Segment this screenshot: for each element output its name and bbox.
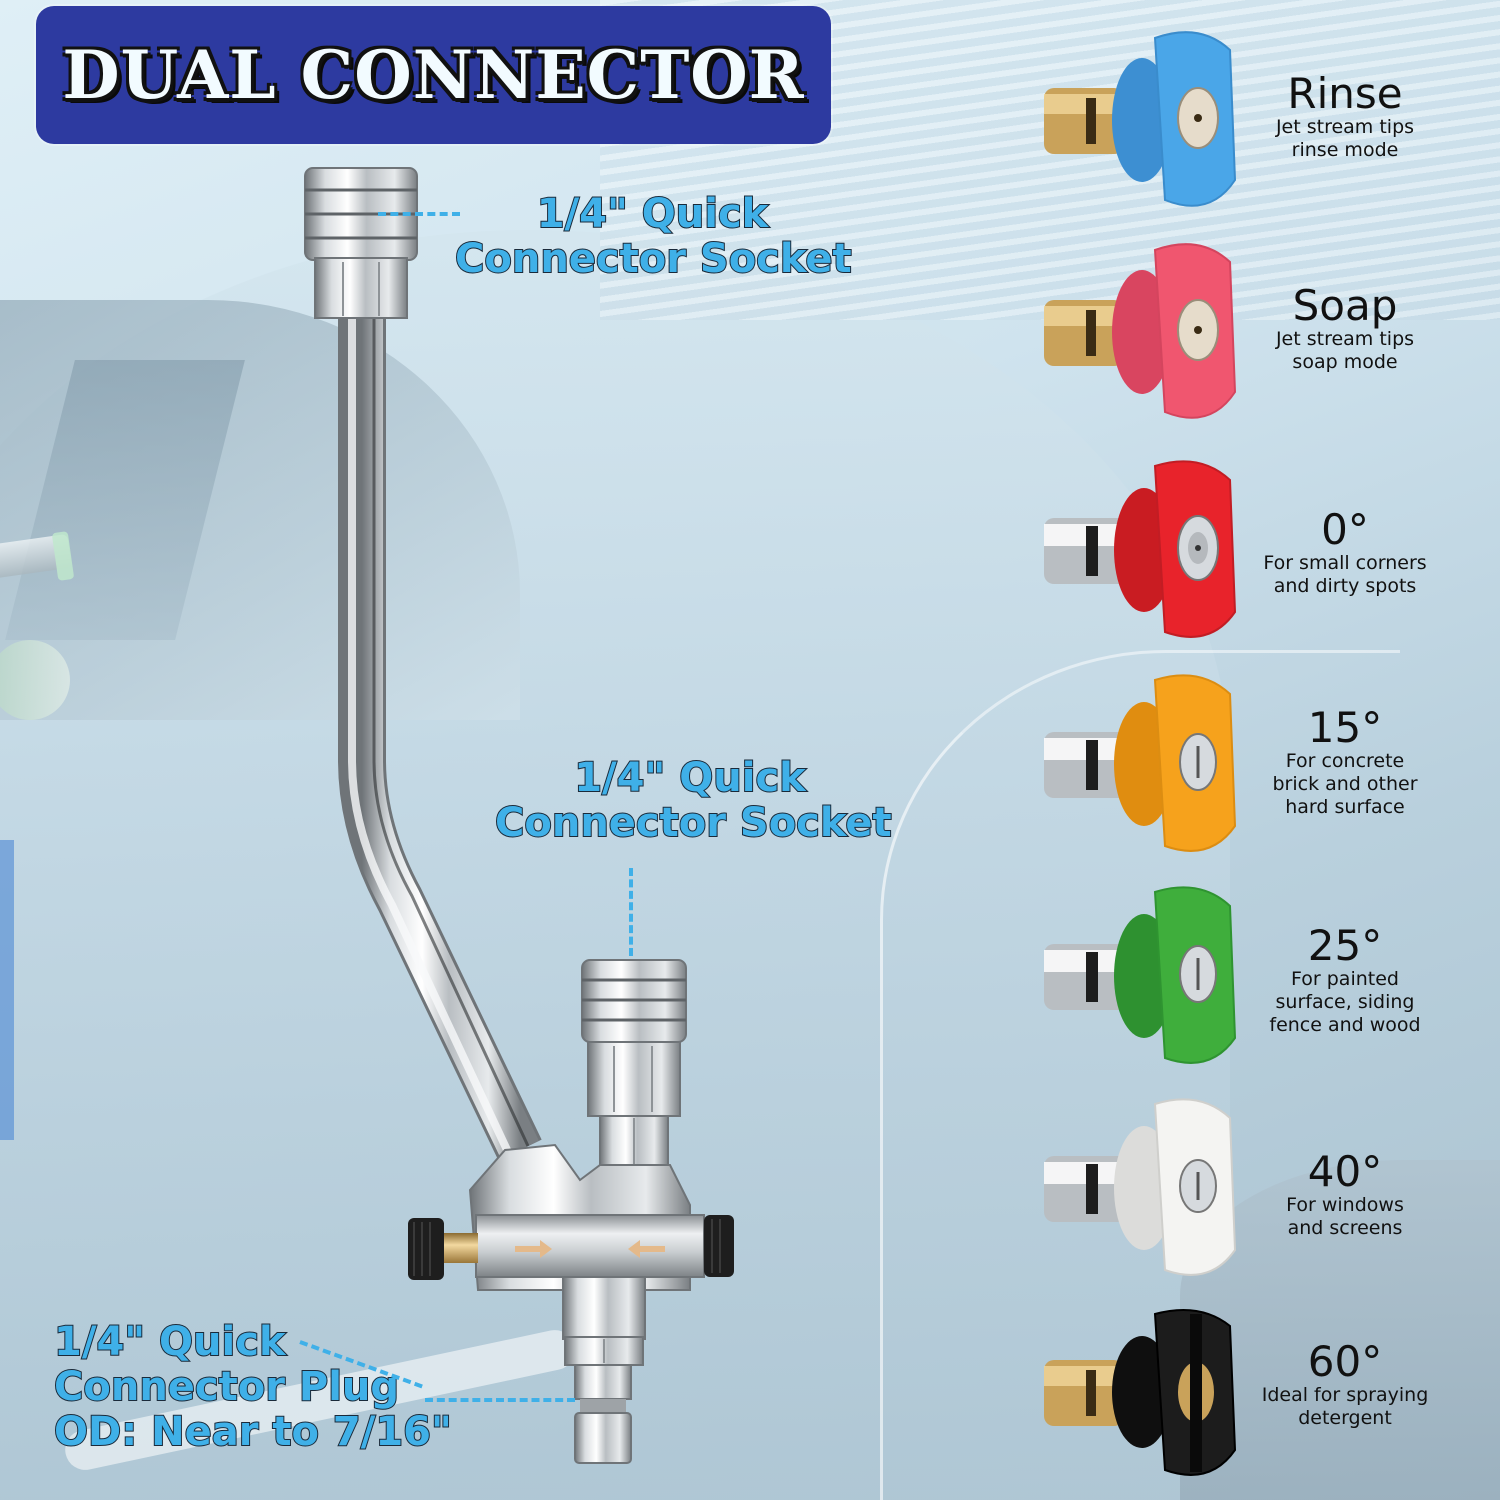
nozzle-label: 25° For painted surface, siding fence an… — [1245, 921, 1445, 1036]
nozzle-desc: hard surface — [1285, 795, 1405, 818]
callout-top-socket: 1/4" Quick Connector Socket — [454, 191, 853, 283]
nozzle-item-60-degree: 60° Ideal for spraying detergent — [1020, 1300, 1490, 1500]
nozzle-item-rinse: Rinse Jet stream tips rinse mode — [1020, 20, 1490, 220]
callout-text: OD: Near to 7/16" — [53, 1408, 453, 1455]
car-door-line — [880, 650, 1400, 1500]
nozzle-name: 0° — [1321, 505, 1369, 554]
callout-text: Connector Plug — [53, 1363, 400, 1411]
nozzle-desc: For concrete — [1285, 750, 1405, 773]
nozzle-label: 15° For concrete brick and other hard su… — [1245, 703, 1445, 818]
nozzle-item-soap: Soap Jet stream tips soap mode — [1020, 232, 1490, 432]
nozzle-desc: and screens — [1287, 1216, 1403, 1239]
nozzle-item-25-degree: 25° For painted surface, siding fence an… — [1020, 878, 1490, 1078]
nozzle-label: 0° For small corners and dirty spots — [1245, 505, 1445, 598]
bottle-icon — [0, 840, 14, 1140]
callout-text: Connector Socket — [454, 235, 853, 283]
nozzle-desc: soap mode — [1292, 350, 1398, 373]
pink-nozzle-icon — [1044, 243, 1237, 419]
nozzle-desc: detergent — [1298, 1406, 1392, 1429]
nozzle-desc: and dirty spots — [1273, 574, 1417, 597]
nozzle-desc: fence and wood — [1269, 1013, 1421, 1036]
title-banner: DUAL CONNECTOR — [36, 6, 831, 144]
page-title: DUAL CONNECTOR — [62, 36, 805, 114]
nozzle-desc: rinse mode — [1291, 138, 1399, 161]
callout-leader-plug — [425, 1398, 575, 1402]
nozzle-desc: surface, siding — [1275, 990, 1415, 1013]
red-nozzle-icon — [1044, 460, 1237, 638]
sprayer-icon — [0, 640, 70, 720]
callout-middle-socket: 1/4" Quick Connector Socket — [494, 755, 893, 847]
nozzle-name: 40° — [1307, 1147, 1383, 1196]
nozzle-item-0-degree: 0° For small corners and dirty spots — [1020, 452, 1490, 652]
nozzle-name: 60° — [1307, 1337, 1383, 1386]
nozzle-name: 25° — [1307, 921, 1383, 970]
nozzle-name: 15° — [1307, 703, 1383, 752]
nozzle-desc: Jet stream tips — [1275, 116, 1415, 139]
nozzle-desc: For windows — [1286, 1194, 1404, 1217]
nozzle-desc: For small corners — [1263, 552, 1427, 575]
blue-nozzle-icon — [1044, 31, 1237, 207]
black-nozzle-icon — [1044, 1309, 1237, 1476]
nozzle-label: 40° For windows and screens — [1245, 1147, 1445, 1240]
yellow-nozzle-icon — [1044, 674, 1237, 852]
nozzle-name: Soap — [1292, 281, 1398, 330]
nozzle-desc: For painted — [1291, 968, 1399, 991]
white-nozzle-icon — [1044, 1098, 1237, 1276]
nozzle-desc: Jet stream tips — [1275, 328, 1415, 351]
nozzle-label: Rinse Jet stream tips rinse mode — [1245, 69, 1445, 162]
nozzle-item-40-degree: 40° For windows and screens — [1020, 1090, 1490, 1290]
nozzle-item-15-degree: 15° For concrete brick and other hard su… — [1020, 666, 1490, 866]
callout-leader-middle — [629, 868, 633, 956]
callout-plug: 1/4" Quick Connector Plug OD: Near to 7/… — [53, 1319, 453, 1455]
callout-text: 1/4" Quick — [536, 191, 770, 238]
callout-text: 1/4" Quick — [53, 1319, 287, 1366]
nozzle-desc: Ideal for spraying — [1261, 1384, 1429, 1407]
nozzle-desc: brick and other — [1272, 772, 1418, 795]
nozzle-label: Soap Jet stream tips soap mode — [1245, 281, 1445, 374]
callout-text: Connector Socket — [494, 799, 893, 847]
nozzle-label: 60° Ideal for spraying detergent — [1245, 1337, 1445, 1430]
callout-text: 1/4" Quick — [573, 755, 807, 802]
callout-leader-top — [378, 212, 460, 216]
nozzle-name: Rinse — [1287, 69, 1403, 118]
green-nozzle-icon — [1044, 886, 1237, 1064]
